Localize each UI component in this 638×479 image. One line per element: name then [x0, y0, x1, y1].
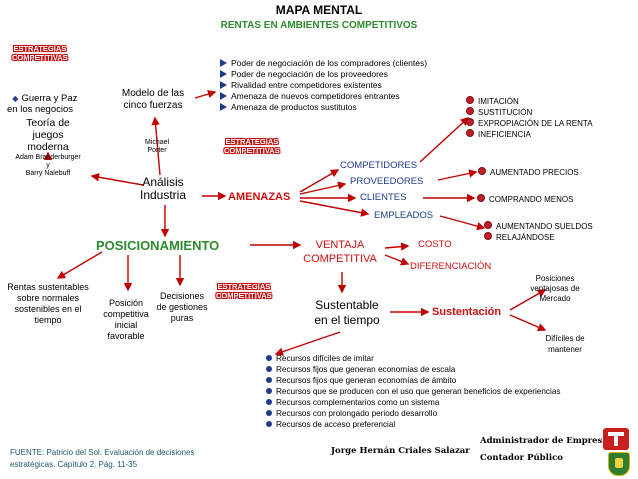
positioning-node: POSICIONAMIENTO: [96, 238, 220, 253]
competitors-node: COMPETIDORES: [340, 160, 418, 171]
employee-action-item: RELAJÁNDOSE: [484, 232, 555, 243]
author-name: Jorge Hernán Criales Salazar: [331, 446, 470, 456]
suppliers-node: PROVEEDORES: [350, 176, 424, 187]
five-forces-label: Modelo de las cinco fuerzas: [121, 88, 185, 111]
employee-action-item: AUMENTANDO SUELDOS: [484, 221, 593, 232]
force-item: Poder de negociación de los proveedores: [220, 69, 388, 79]
industry-analysis-node: Análisis Industria: [139, 175, 187, 202]
competitive-advantage-node: VENTAJA COMPETITIVA: [303, 239, 377, 265]
supplier-action: AUMENTADO PRECIOS: [478, 167, 579, 178]
diamond-icon: ◆: [12, 94, 19, 103]
resource-item: Recursos con prolongado periodo desarrol…: [266, 409, 437, 419]
university-logo: [603, 428, 629, 450]
book-title-text: Guerra y Paz en los negocios: [7, 93, 78, 115]
competitor-action-item: INEFICIENCIA: [466, 129, 531, 140]
role-administrator: Administrador de Empresas: [480, 436, 613, 446]
employees-node: EMPLEADOS: [374, 210, 434, 221]
management-decisions-node: Decisiones de gestiones puras: [156, 291, 208, 323]
porter-label: Michael Porter: [144, 139, 170, 154]
force-item: Rivalidad entre competidores existentes: [220, 80, 382, 90]
strategy-tag-middle: ESTRATEGIAS COMPETITIVAS: [224, 137, 280, 155]
resource-item: Recursos fijos que generan economías de …: [266, 376, 456, 386]
sustainable-node: Sustentable en el tiempo: [314, 298, 380, 327]
advantageous-positions-node: Posiciones ventajosas de Mercado: [530, 274, 580, 303]
force-item: Amenaza de nuevos competidores entrantes: [220, 91, 400, 101]
client-action: COMPRANDO MENOS: [477, 194, 573, 205]
competitor-action-item: EXPROPIACIÓN DE LA RENTA: [466, 118, 593, 129]
source-note: FUENTE: Patricio del Sol. Evaluación de …: [10, 448, 195, 469]
force-item: Poder de negociación de los compradores …: [220, 58, 427, 68]
hard-to-maintain-node: Difíciles de mantener: [545, 334, 585, 354]
clients-node: CLIENTES: [360, 192, 407, 203]
resource-item: Recursos difíciles de imitar: [266, 354, 374, 364]
competitor-action-item: SUSTITUCIÓN: [466, 107, 532, 118]
resource-item: Recursos que se producen con el uso que …: [266, 387, 560, 397]
page-title: MAPA MENTAL: [275, 3, 363, 17]
initial-position-node: Posición competitiva inicial favorable: [103, 298, 149, 341]
differentiation-node: DIFERENCIACIÓN: [410, 261, 492, 272]
resource-item: Recursos de acceso preferencial: [266, 420, 395, 430]
sustainable-rents-node: Rentas sustentables sobre normales soste…: [7, 282, 89, 325]
sustentation-node: Sustentación: [432, 306, 502, 318]
resource-item: Recursos complementarios como un sistema: [266, 398, 439, 408]
strategy-tag-lower: ESTRATEGIAS COMPETITIVAS: [216, 282, 272, 300]
professional-seal-icon: [608, 452, 630, 476]
page-subtitle: RENTAS EN AMBIENTES COMPETITIVOS: [220, 20, 418, 31]
authors-label: Adam Branderburger y Barry Nalebuff: [15, 154, 81, 177]
competitor-action-item: IMITACIÓN: [466, 96, 519, 107]
game-theory-label: Teoría de juegos moderna: [26, 117, 70, 153]
cost-node: COSTO: [418, 239, 452, 250]
resource-item: Recursos fijos que generan economías de …: [266, 365, 455, 375]
strategy-tag-left: ESTRATEGIAS COMPETITIVAS: [12, 44, 68, 62]
threats-node: AMENAZAS: [228, 191, 291, 203]
role-accountant: Contador Público: [480, 453, 563, 463]
book-title: ◆Guerra y Paz en los negocios: [7, 82, 77, 115]
force-item: Amenaza de productos sustitutos: [220, 102, 357, 112]
